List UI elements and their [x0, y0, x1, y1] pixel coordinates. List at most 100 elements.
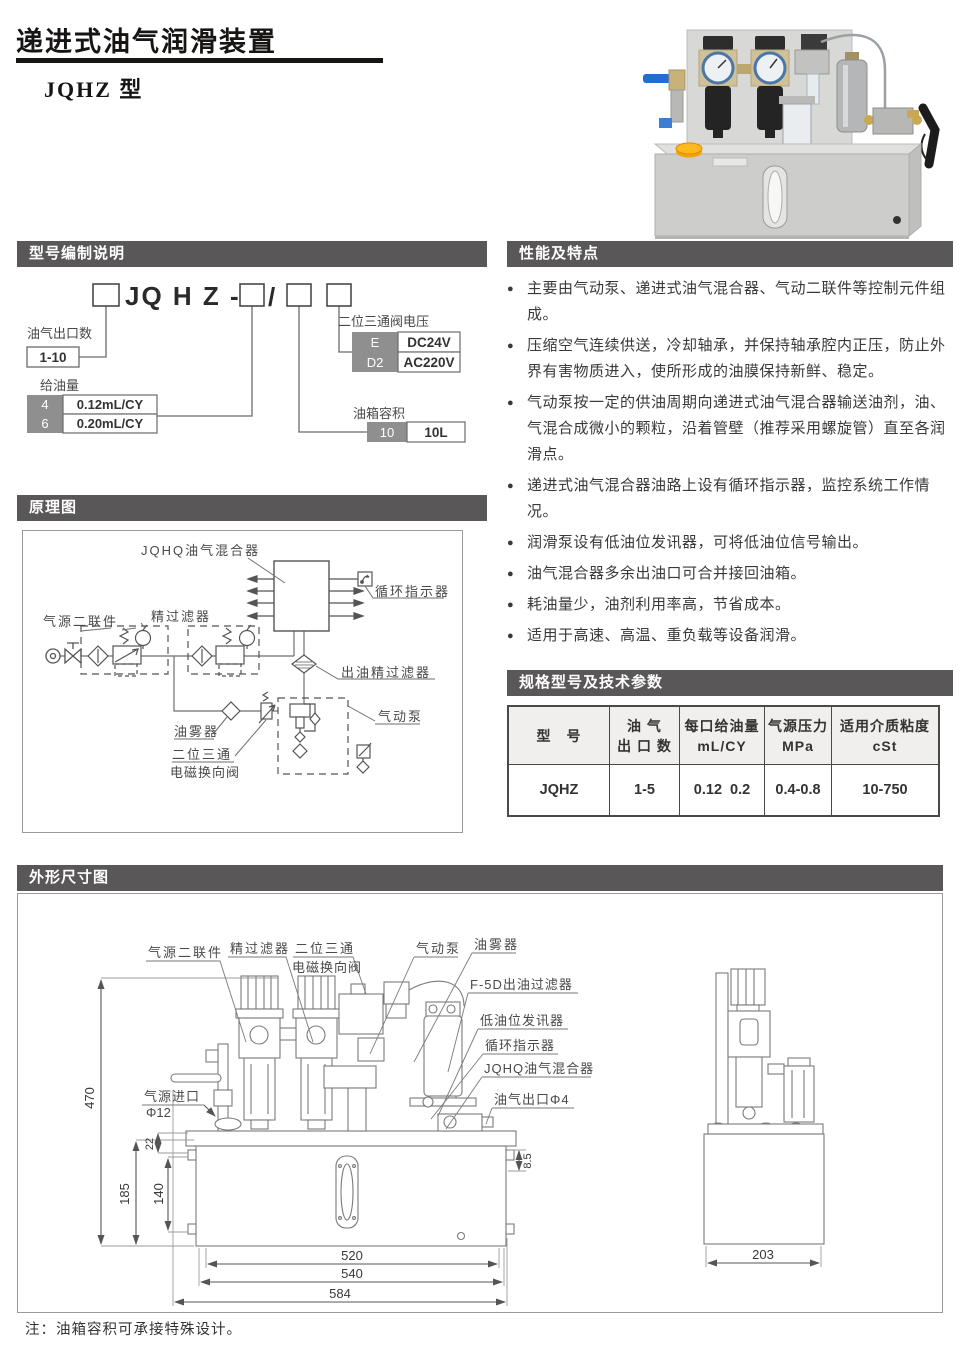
spec-viscosity: 10-750 — [862, 782, 908, 798]
oil-code-0: 4 — [41, 397, 48, 412]
front-mixer — [409, 1096, 494, 1132]
outlet-filter-cylinder — [836, 59, 868, 133]
dim-185: 185 — [117, 1183, 132, 1205]
dim-8-5: 8.5 — [522, 1153, 534, 1168]
page-subtitle: JQHZ 型 — [44, 77, 144, 102]
specs-data-row: JQHZ 1-5 0.12 0.2 0.4-0.8 10-750 — [509, 765, 938, 815]
dim-indicator-label: 循环指示器 — [485, 1038, 555, 1053]
title-underline — [16, 58, 383, 63]
dim-pump-label: 气动泵 — [416, 941, 461, 956]
tank-code-0: 10 — [380, 425, 394, 440]
voltage-value-0: DC24V — [407, 335, 451, 350]
pump-label: 气动泵 — [378, 709, 423, 724]
section-header-schematic: 原理图 — [17, 495, 487, 521]
voltage-label: 二位三通阀电压 — [338, 314, 429, 329]
extension-lines — [101, 977, 822, 1306]
section-header-specs: 规格型号及技术参数 — [507, 670, 953, 696]
dim-140: 140 — [151, 1183, 166, 1205]
spec-pressure: 0.4-0.8 — [765, 765, 832, 815]
fine-filter-unit-symbol — [187, 624, 260, 677]
dim-low-level-label: 低油位发讯器 — [480, 1013, 564, 1028]
oiler-label: 油雾器 — [174, 724, 219, 739]
dim-valve-label-2: 电磁换向阀 — [292, 960, 362, 975]
dimension-lines — [97, 979, 820, 1306]
frl-unit-symbol — [80, 624, 169, 677]
dim-203: 203 — [752, 1247, 774, 1262]
spec-oil: 0.12 0.2 — [680, 765, 765, 815]
spec-model: JQHZ — [509, 765, 610, 815]
filler-cap — [675, 142, 703, 155]
filter-label: 精过滤器 — [151, 609, 211, 624]
product-photo-illustration — [643, 29, 940, 239]
oil-table: 4 0.12mL/CY 6 0.20mL/CY — [27, 394, 158, 434]
valve-handle — [643, 74, 673, 83]
tank-table: 10 10L — [367, 421, 466, 443]
voltage-code-1: D2 — [367, 355, 384, 370]
feature-item: ●气动泵按一定的供油周期向递进式油气混合器输送油剂，油、气混合成微小的颗粒，沿着… — [507, 390, 957, 468]
section-header-features: 性能及特点 — [507, 241, 953, 267]
model-code-slash: / — [268, 282, 275, 312]
voltage-table: E DC24V D2 AC220V — [352, 331, 461, 373]
dim-outlet-filter-label: F-5D出油过滤器 — [470, 977, 573, 992]
bullet-icon: ● — [507, 537, 514, 549]
frl-label: 气源二联件 — [43, 614, 118, 629]
oil-value-0: 0.12mL/CY — [77, 397, 144, 412]
front-solenoid-pump — [323, 981, 410, 1132]
feature-item: ●耗油量少，油剂利用率高，节省成本。 — [507, 592, 957, 618]
spec-outlets: 1-5 — [610, 765, 680, 815]
bullet-icon: ● — [507, 283, 514, 295]
schematic-drawing: JQHQ油气混合器 气源二联件 精过滤器 循环指示器 出油精过滤器 油雾器 二位… — [43, 543, 448, 780]
air-source-symbol — [45, 642, 82, 665]
model-code-text: JQ H Z - — [125, 281, 241, 311]
features-list: ●主要由气动泵、递进式油气混合器、气动二联件等控制元件组成。 ●压缩空气连续供送… — [507, 276, 957, 654]
solenoid-valve-symbol — [258, 691, 276, 724]
section-header-dimensions: 外形尺寸图 — [17, 865, 943, 891]
dim-oiler-label: 油雾器 — [474, 937, 519, 952]
front-outlet-filter — [408, 980, 465, 1107]
indicator-symbol — [357, 571, 373, 587]
schematic-frame: JQHQ油气混合器 气源二联件 精过滤器 循环指示器 出油精过滤器 油雾器 二位… — [22, 530, 463, 833]
dim-frl-label: 气源二联件 — [148, 945, 223, 960]
bullet-icon: ● — [507, 568, 514, 580]
oil-label: 给油量 — [40, 378, 79, 393]
outlets-value-box — [26, 346, 80, 368]
leader-lines — [142, 952, 591, 1130]
dim-540: 540 — [341, 1266, 363, 1281]
code-boxes — [92, 283, 352, 307]
dim-valve-label-1: 二位三通 — [295, 941, 355, 956]
outlet-filter-symbol — [291, 654, 317, 674]
feature-item: ●润滑泵设有低油位发讯器，可将低油位信号输出。 — [507, 530, 957, 556]
bullet-icon: ● — [507, 397, 514, 409]
dim-22: 22 — [144, 1138, 156, 1150]
inlet-label-1: 气源进口 — [144, 1089, 200, 1104]
pump-cylinder — [782, 103, 812, 151]
code-connector-lines — [79, 306, 367, 433]
mixer-label: JQHQ油气混合器 — [141, 543, 260, 558]
mixer-output-arrows — [246, 574, 365, 621]
bullet-icon: ● — [507, 599, 514, 611]
pump-symbol — [277, 697, 349, 775]
product-photo — [643, 29, 940, 239]
dim-outlet-label: 油气出口Φ4 — [494, 1092, 570, 1107]
voltage-value-1: AC220V — [403, 355, 454, 370]
feature-item: ●递进式油气混合器油路上设有循环指示器，监控系统工作情况。 — [507, 473, 957, 525]
feature-item: ●油气混合器多余出油口可合并接回油箱。 — [507, 561, 957, 587]
side-view — [703, 968, 825, 1245]
model-code-diagram: JQ H Z - / 油气出口数 1-10 给油量 4 0.12mL/CY 6 … — [26, 281, 466, 443]
front-frl-2 — [292, 975, 341, 1130]
outlets-value: 1-10 — [39, 350, 66, 365]
bullet-icon: ● — [507, 340, 514, 352]
sight-glass — [767, 170, 783, 224]
bullet-icon: ● — [507, 480, 514, 492]
outlet-filter-label: 出油精过滤器 — [341, 665, 431, 680]
dimensions-frame: 气源二联件 精过滤器 二位三通 电磁换向阀 气动泵 油雾器 F-5D出油过滤器 … — [17, 893, 943, 1313]
front-frl-1 — [235, 975, 284, 1130]
dimensions-drawing: 气源二联件 精过滤器 二位三通 电磁换向阀 气动泵 油雾器 F-5D出油过滤器 … — [82, 937, 825, 1306]
valve-label-1: 二位三通 — [172, 747, 232, 762]
feature-item: ●主要由气动泵、递进式油气混合器、气动二联件等控制元件组成。 — [507, 276, 957, 328]
oiler-symbol — [221, 701, 241, 721]
tank-label: 油箱容积 — [353, 406, 405, 421]
section-header-model-code: 型号编制说明 — [17, 241, 487, 267]
dim-520: 520 — [341, 1248, 363, 1263]
footer-note: 注：油箱容积可承接特殊设计。 — [25, 1322, 242, 1338]
